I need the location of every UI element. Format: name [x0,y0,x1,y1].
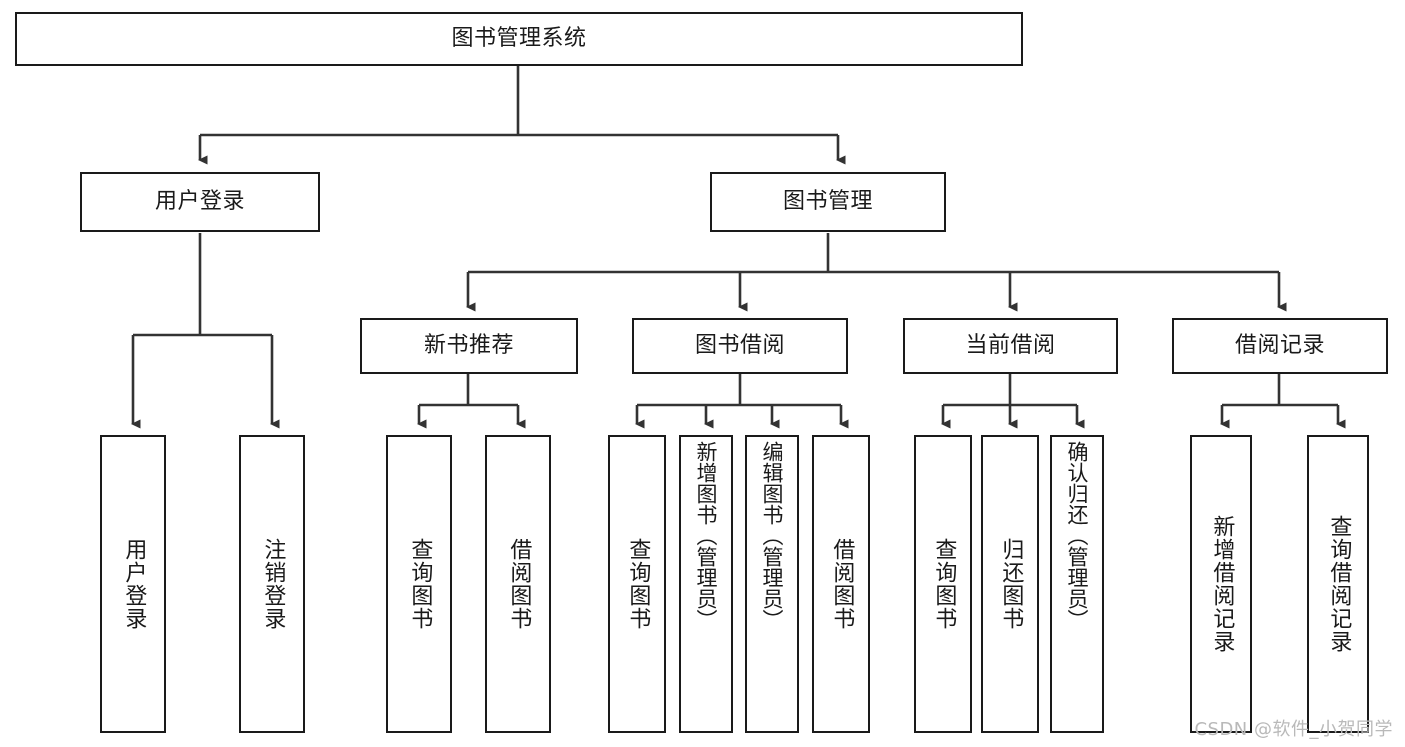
node-book-borrow-label: 图书借阅 [694,332,785,358]
node-root[interactable]: 图书管理系统 [15,12,1023,66]
node-borrow-record[interactable]: 借阅记录 [1172,318,1388,374]
node-leaf-borrow-book-2-label: 借阅图书 [829,538,855,630]
node-leaf-confirm-return[interactable]: 确认归还（管理员） [1050,435,1104,733]
node-leaf-return-book-label: 归还图书 [998,538,1024,630]
node-book-management-label: 图书管理 [782,188,873,214]
node-leaf-add-book-label: 新增图书（管理员） [694,441,719,630]
node-leaf-query-book-3[interactable]: 查询图书 [914,435,972,733]
node-leaf-user-logout[interactable]: 注销登录 [239,435,305,733]
node-leaf-query-book-2[interactable]: 查询图书 [608,435,666,733]
node-leaf-query-book-2-label: 查询图书 [625,538,651,630]
node-leaf-return-book[interactable]: 归还图书 [981,435,1039,733]
node-leaf-borrow-book-1[interactable]: 借阅图书 [485,435,551,733]
node-leaf-query-book-1[interactable]: 查询图书 [386,435,452,733]
node-leaf-query-book-1-label: 查询图书 [407,538,433,630]
node-new-book-recommend[interactable]: 新书推荐 [360,318,578,374]
node-leaf-user-login-label: 用户登录 [121,538,147,630]
node-leaf-edit-book[interactable]: 编辑图书（管理员） [745,435,799,733]
node-leaf-query-record-label: 查询借阅记录 [1326,515,1352,653]
node-leaf-add-record[interactable]: 新增借阅记录 [1190,435,1252,733]
node-leaf-add-book[interactable]: 新增图书（管理员） [679,435,733,733]
node-leaf-confirm-return-label: 确认归还（管理员） [1065,441,1090,630]
node-leaf-edit-book-label: 编辑图书（管理员） [760,441,785,630]
csdn-watermark: CSDN @软件_小贺同学 [1194,719,1393,740]
node-user-login-label: 用户登录 [154,188,245,214]
node-leaf-add-record-label: 新增借阅记录 [1209,515,1235,653]
node-root-label: 图书管理系统 [451,25,587,51]
node-leaf-query-book-3-label: 查询图书 [931,538,957,630]
node-leaf-user-login[interactable]: 用户登录 [100,435,166,733]
node-leaf-user-logout-label: 注销登录 [260,538,286,630]
node-book-management[interactable]: 图书管理 [710,172,946,232]
node-leaf-borrow-book-2[interactable]: 借阅图书 [812,435,870,733]
node-borrow-record-label: 借阅记录 [1234,332,1325,358]
node-leaf-borrow-book-1-label: 借阅图书 [506,538,532,630]
node-book-borrow[interactable]: 图书借阅 [632,318,848,374]
node-user-login[interactable]: 用户登录 [80,172,320,232]
node-new-book-recommend-label: 新书推荐 [423,332,514,358]
node-current-borrow-label: 当前借阅 [965,332,1056,358]
node-leaf-query-record[interactable]: 查询借阅记录 [1307,435,1369,733]
node-current-borrow[interactable]: 当前借阅 [903,318,1118,374]
